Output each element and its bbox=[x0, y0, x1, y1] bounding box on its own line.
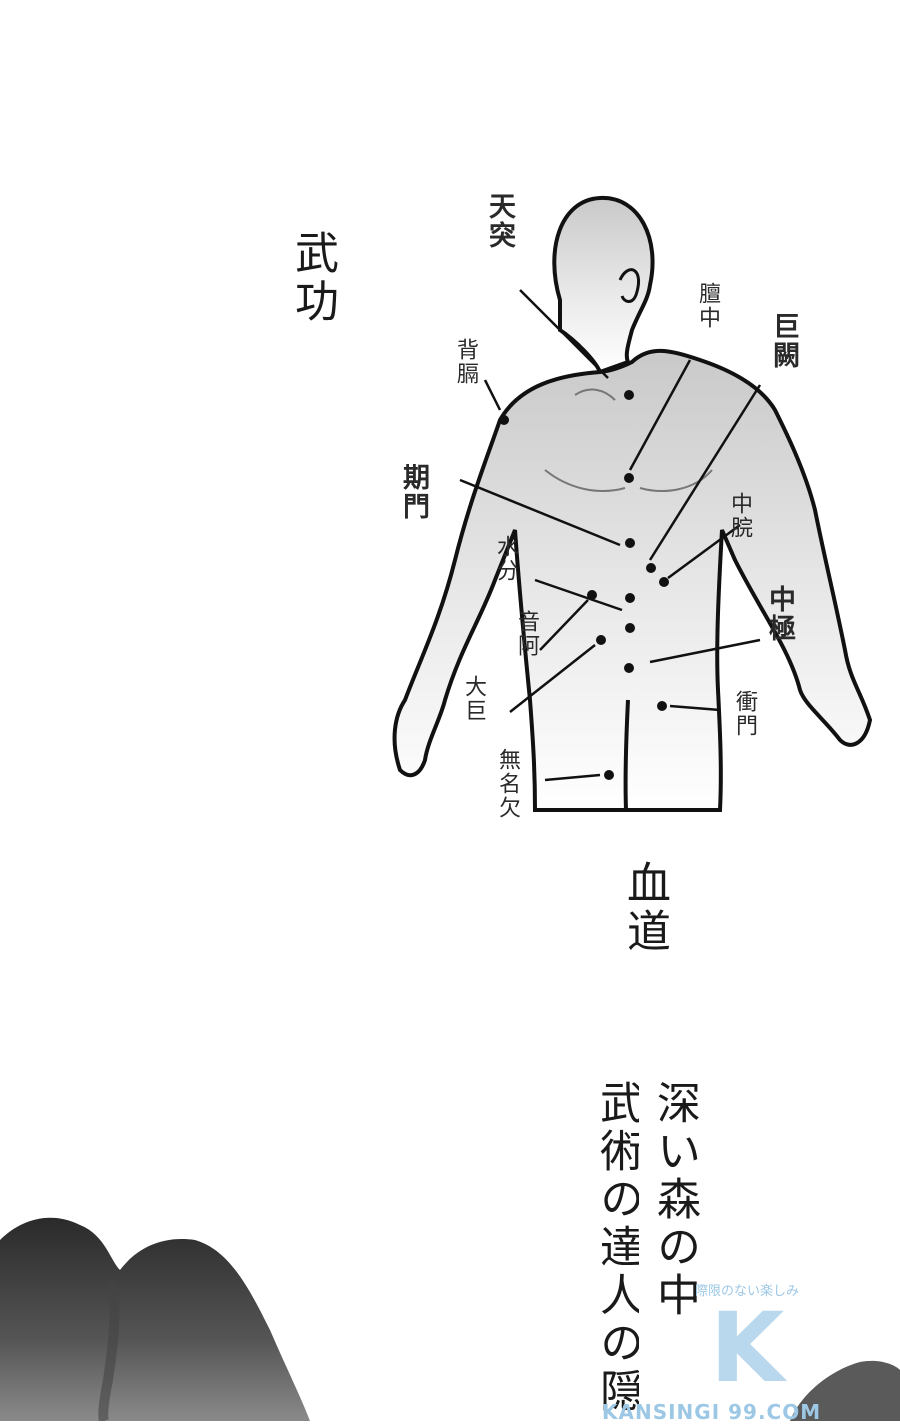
figure-ear bbox=[618, 268, 641, 303]
acupoint-leader-lines bbox=[459, 289, 762, 782]
label-chongmen: 衝門 bbox=[732, 690, 757, 738]
figure-leg-divide bbox=[623, 699, 630, 811]
narration-column-1: 深い森の中 bbox=[649, 1080, 700, 1320]
label-danzhong: 膻中 bbox=[695, 282, 720, 330]
figure-torso bbox=[392, 348, 873, 812]
label-beishu: 背膈 bbox=[453, 338, 478, 386]
watermark-tagline: 際限のない楽しみ bbox=[695, 1284, 800, 1299]
label-tiantu: 天突 bbox=[484, 192, 515, 250]
ink-wash-mountains bbox=[0, 1217, 900, 1421]
label-yinjiao: 音阿 bbox=[514, 610, 539, 658]
acupoint-dots bbox=[499, 390, 669, 780]
site-watermark: 際限のない楽しみ K KANSINGI 99.COM bbox=[600, 1270, 830, 1424]
watermark-site: KANSINGI 99.COM bbox=[602, 1400, 822, 1424]
body-figure-illustration bbox=[392, 195, 873, 812]
narration-column-2: 武術の達人の隠 bbox=[595, 1080, 639, 1416]
label-daju: 大巨 bbox=[461, 675, 486, 723]
watermark-logo-letter: K bbox=[710, 1292, 785, 1404]
label-juque: 巨闕 bbox=[768, 312, 799, 370]
label-zhongji: 中極 bbox=[764, 585, 795, 643]
label-qimen: 期門 bbox=[398, 463, 429, 521]
label-shuifen: 水分 bbox=[493, 535, 518, 583]
title-blood-path: 血道 bbox=[619, 860, 670, 956]
label-wumingxue: 無名欠 bbox=[495, 748, 520, 820]
label-zhongwan: 中脘 bbox=[727, 492, 752, 540]
title-martial-arts: 武功 bbox=[287, 230, 338, 326]
